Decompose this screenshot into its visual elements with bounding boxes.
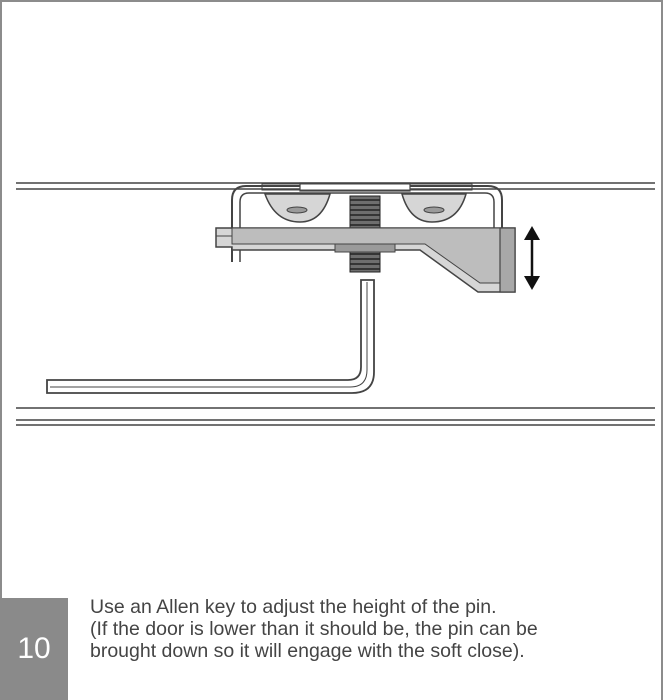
bottom-rail (16, 407, 655, 426)
threaded-pin (349, 195, 381, 273)
instruction-line-3: brought down so it will engage with the … (90, 640, 525, 662)
roller-wheels (263, 193, 467, 223)
step-number: 10 (17, 632, 51, 665)
instruction-text: Use an Allen key to adjust the height of… (90, 596, 650, 662)
instruction-line-2: (If the door is lower than it should be,… (90, 618, 538, 640)
pin-bracket (215, 182, 516, 293)
pin-plate (215, 227, 516, 293)
step-number-badge: 10 (0, 598, 68, 700)
instruction-line-1: Use an Allen key to adjust the height of… (90, 596, 497, 618)
allen-key (46, 279, 375, 394)
height-adjust-arrow (524, 226, 540, 290)
